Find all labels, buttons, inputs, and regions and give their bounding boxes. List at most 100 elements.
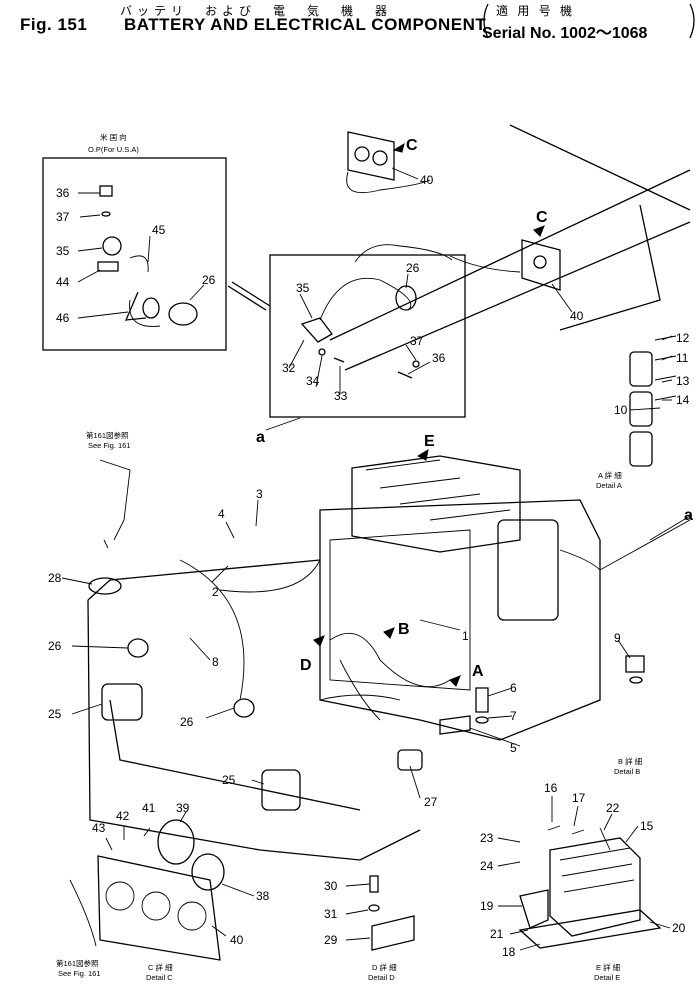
callout-35b: 35 [296, 281, 310, 295]
connector-c-top [346, 131, 431, 194]
view-b: B [398, 621, 410, 638]
detail-b-en: Detail B [614, 767, 640, 776]
detail-e-battery [518, 825, 662, 949]
callout-13: 13 [676, 374, 690, 388]
detail-d-bracket [368, 875, 415, 951]
detail-a-jp: A 詳 細 [598, 470, 622, 480]
view-arrows [313, 142, 545, 687]
ref1-jp: 第161図参照 [86, 430, 129, 440]
callout-35: 35 [56, 244, 70, 258]
callout-2: 2 [212, 585, 219, 599]
inset-c-parts [300, 244, 453, 379]
callout-46: 46 [56, 311, 70, 325]
callout-1: 1 [462, 629, 469, 643]
part-5-6-7 [439, 687, 489, 735]
detail-c-en: Detail C [146, 973, 173, 982]
ref2-jp: 第161図参照 [56, 958, 99, 968]
callout-36: 36 [56, 186, 70, 200]
serial-bracket-right [689, 3, 695, 39]
detail-c-panel [69, 819, 225, 961]
callout-20: 20 [672, 921, 686, 935]
inset-op-jp: 米 国 向 [100, 132, 127, 142]
callout-14: 14 [676, 393, 690, 407]
callout-26c: 26 [48, 639, 62, 653]
detail-b-jp: B 詳 細 [618, 756, 642, 766]
detail-a-en: Detail A [596, 481, 622, 490]
serial-bracket-left [483, 3, 489, 39]
callout-3: 3 [256, 487, 263, 501]
left-frame [87, 459, 421, 861]
callout-44: 44 [56, 275, 70, 289]
inset-c-box [269, 254, 466, 418]
callout-39: 39 [176, 801, 190, 815]
callout-11: 11 [676, 351, 689, 365]
view-a: A [472, 663, 484, 680]
part-27-lamp [397, 749, 423, 771]
callout-9: 9 [614, 631, 621, 645]
double-arrow [227, 281, 271, 311]
boom-outline [329, 124, 691, 371]
ref1-en: See Fig. 161 [88, 441, 131, 450]
wiring-harness [319, 632, 451, 721]
figure-title: BATTERY AND ELECTRICAL COMPONENT [124, 15, 487, 34]
serial-box: 適 用 号 機 Serial No. 1002～1068 [482, 2, 647, 43]
applicable-japanese: 適 用 号 機 [496, 4, 576, 18]
callout-27: 27 [424, 795, 438, 809]
callout-5: 5 [510, 741, 517, 755]
callout-45: 45 [152, 223, 166, 237]
callout-37: 37 [56, 210, 70, 224]
detail-d-jp: D 詳 細 [372, 962, 397, 972]
view-c-mid: C [536, 209, 548, 226]
callout-31: 31 [324, 907, 338, 921]
callout-18: 18 [502, 945, 516, 959]
callout-21: 21 [490, 927, 504, 941]
inset-op-box [42, 157, 227, 351]
callout-24: 24 [480, 859, 494, 873]
callout-36b: 36 [432, 351, 446, 365]
callout-7: 7 [510, 709, 517, 723]
leader-lines [61, 167, 691, 951]
callout-40-mid: 40 [570, 309, 584, 323]
callout-23: 23 [480, 831, 494, 845]
callout-16: 16 [544, 781, 558, 795]
callout-28: 28 [48, 571, 62, 585]
callout-34: 34 [306, 374, 320, 388]
view-e: E [424, 433, 435, 450]
battery-top-e [351, 455, 521, 553]
callout-4: 4 [218, 507, 225, 521]
callout-30: 30 [324, 879, 338, 893]
callout-19: 19 [480, 899, 494, 913]
callout-10: 10 [614, 403, 628, 417]
view-c-top: C [406, 137, 418, 154]
figure-label: Fig. 151 [20, 15, 88, 34]
callout-26: 26 [202, 273, 216, 287]
callout-26b: 26 [406, 261, 420, 275]
callout-38: 38 [256, 889, 270, 903]
ref-a2: a [684, 507, 693, 524]
serial-number: Serial No. 1002～1068 [482, 25, 648, 42]
callout-29: 29 [324, 933, 338, 947]
callout-43: 43 [92, 821, 106, 835]
detail-d-en: Detail D [368, 973, 395, 982]
part-9-switch [625, 655, 645, 684]
detail-e-en: Detail E [594, 973, 620, 982]
callout-40-top: 40 [420, 173, 434, 187]
callout-40c: 40 [230, 933, 244, 947]
detail-a-lamps [629, 335, 677, 467]
callout-42: 42 [116, 809, 130, 823]
callout-33: 33 [334, 389, 348, 403]
ref2-en: See Fig. 161 [58, 969, 101, 978]
inset-op-parts [97, 185, 198, 327]
callout-6: 6 [510, 681, 517, 695]
cab-outline [319, 499, 691, 741]
callout-25a: 25 [48, 707, 62, 721]
detail-c-jp: C 詳 細 [148, 962, 173, 972]
callout-12: 12 [676, 331, 690, 345]
callout-17: 17 [572, 791, 586, 805]
connector-c-right [449, 239, 561, 291]
callout-26d: 26 [180, 715, 194, 729]
callout-8: 8 [212, 655, 219, 669]
callout-37b: 37 [410, 334, 424, 348]
callout-41: 41 [142, 801, 156, 815]
